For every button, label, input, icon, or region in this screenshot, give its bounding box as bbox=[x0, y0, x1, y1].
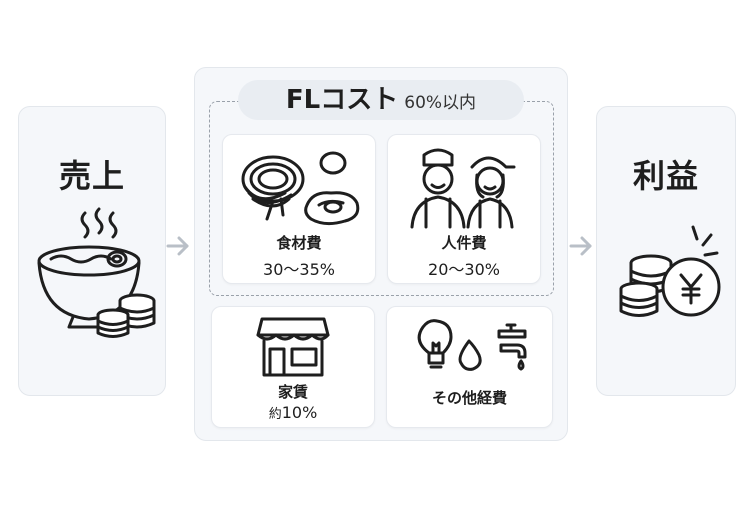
rent-title: 家賃 bbox=[277, 383, 308, 401]
noodles-and-meat-icon bbox=[241, 151, 360, 226]
coins-with-yen-icon bbox=[619, 225, 721, 317]
rent-card: 家賃 約10% bbox=[211, 306, 375, 428]
sales-panel: 売上 bbox=[18, 106, 166, 396]
other-costs-card: その他経費 bbox=[386, 306, 553, 428]
profit-title: 利益 bbox=[632, 157, 699, 195]
sales-title: 売上 bbox=[58, 157, 125, 195]
fl-cost-label: FLコスト 60%以内 bbox=[238, 80, 524, 120]
utilities-icon bbox=[417, 319, 527, 371]
profit-panel: 利益 bbox=[596, 106, 736, 396]
ramen-bowl-with-coins-icon bbox=[37, 207, 156, 338]
arrow-right-icon bbox=[569, 236, 592, 256]
other-costs-title: その他経費 bbox=[431, 389, 507, 407]
rent-value: 10% bbox=[281, 403, 318, 422]
labor-cost-title: 人件費 bbox=[441, 234, 487, 252]
food-cost-value: 30〜35% bbox=[263, 260, 335, 279]
rent-value-wrap: 約10% bbox=[212, 403, 374, 422]
labor-cost-value: 20〜30% bbox=[428, 260, 500, 279]
food-cost-title: 食材費 bbox=[276, 234, 322, 252]
fl-cost-name: FLコスト bbox=[285, 85, 399, 115]
arrow-right-icon bbox=[166, 236, 189, 256]
storefront-icon bbox=[256, 317, 330, 377]
food-cost-card: 食材費 30〜35% bbox=[222, 134, 376, 284]
labor-cost-card: 人件費 20〜30% bbox=[387, 134, 541, 284]
workers-icon bbox=[410, 148, 516, 229]
rent-value-prefix: 約 bbox=[268, 407, 282, 422]
fl-cost-limit: 60%以内 bbox=[404, 93, 477, 113]
